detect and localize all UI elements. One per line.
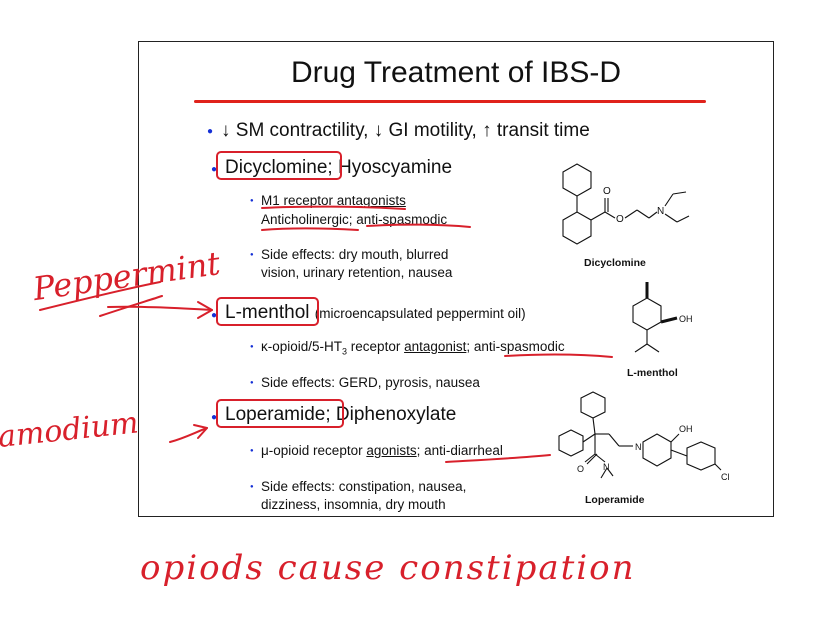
loperamide-caption: Loperamide <box>585 494 645 506</box>
menthol-caption: L-menthol <box>627 367 678 379</box>
dicyclomine-m1: M1 receptor antagonists <box>261 193 406 208</box>
nitrogen-label: N <box>635 442 642 452</box>
slide: Drug Treatment of IBS-D ● ↓ SM contracti… <box>138 41 774 517</box>
dicyclomine-side-effects-2: vision, urinary retention, nausea <box>261 265 453 280</box>
sub-bullet-dot: ● <box>250 344 254 350</box>
loperamide-mechanism: μ-opioid receptor agonists; anti-diarrhe… <box>261 443 503 458</box>
dicyclomine-side-effects-1: Side effects: dry mouth, blurred <box>261 247 449 262</box>
nitrogen-label: N <box>603 462 610 472</box>
bullet-dot: ● <box>211 412 218 423</box>
dicyclomine-caption: Dicyclomine <box>584 257 646 269</box>
sub-bullet-dot: ● <box>250 198 254 204</box>
bullet-dot: ● <box>211 310 218 321</box>
sub-bullet-dot: ● <box>250 380 254 386</box>
title-underline <box>194 100 706 103</box>
menthol-heading: L-menthol (microencapsulated peppermint … <box>225 302 526 323</box>
menthol-side-effects: Side effects: GERD, pyrosis, nausea <box>261 375 480 390</box>
sub-bullet-dot: ● <box>250 484 254 490</box>
bullet-dot: ● <box>207 126 214 137</box>
hydroxyl-label: OH <box>679 424 693 434</box>
loperamide-side-effects-1: Side effects: constipation, nausea, <box>261 479 467 494</box>
oxygen-label: O <box>603 186 611 197</box>
bullet-dot: ● <box>211 164 218 175</box>
loperamide-side-effects-2: dizziness, insomnia, dry mouth <box>261 497 446 512</box>
sub-bullet-dot: ● <box>250 252 254 258</box>
chlorine-label: Cl <box>721 472 730 482</box>
sub-bullet-dot: ● <box>250 448 254 454</box>
menthol-mechanism: κ-opioid/5-HT3 receptor antagonist; anti… <box>261 339 565 357</box>
bottom-handwritten-note: opiods cause constipation <box>140 548 636 588</box>
mechanism-bullet: ↓ SM contractility, ↓ GI motility, ↑ tra… <box>221 120 590 141</box>
dicyclomine-structure: O O N <box>562 163 690 245</box>
loperamide-heading: Loperamide; Diphenoxylate <box>225 404 457 425</box>
menthol-structure: OH <box>632 282 693 353</box>
hydroxyl-label: OH <box>679 314 693 324</box>
oxygen-label: O <box>616 214 624 225</box>
loperamide-structure: N O N OH Cl <box>558 391 730 482</box>
dicyclomine-anticholinergic: Anticholinergic; anti-spasmodic <box>261 212 448 227</box>
dicyclomine-heading: Dicyclomine; Hyoscyamine <box>225 157 453 178</box>
nitrogen-label: N <box>657 206 664 217</box>
slide-title: Drug Treatment of IBS-D <box>290 56 622 89</box>
imodium-annotation: amodium <box>0 405 141 455</box>
oxygen-label: O <box>577 464 584 474</box>
